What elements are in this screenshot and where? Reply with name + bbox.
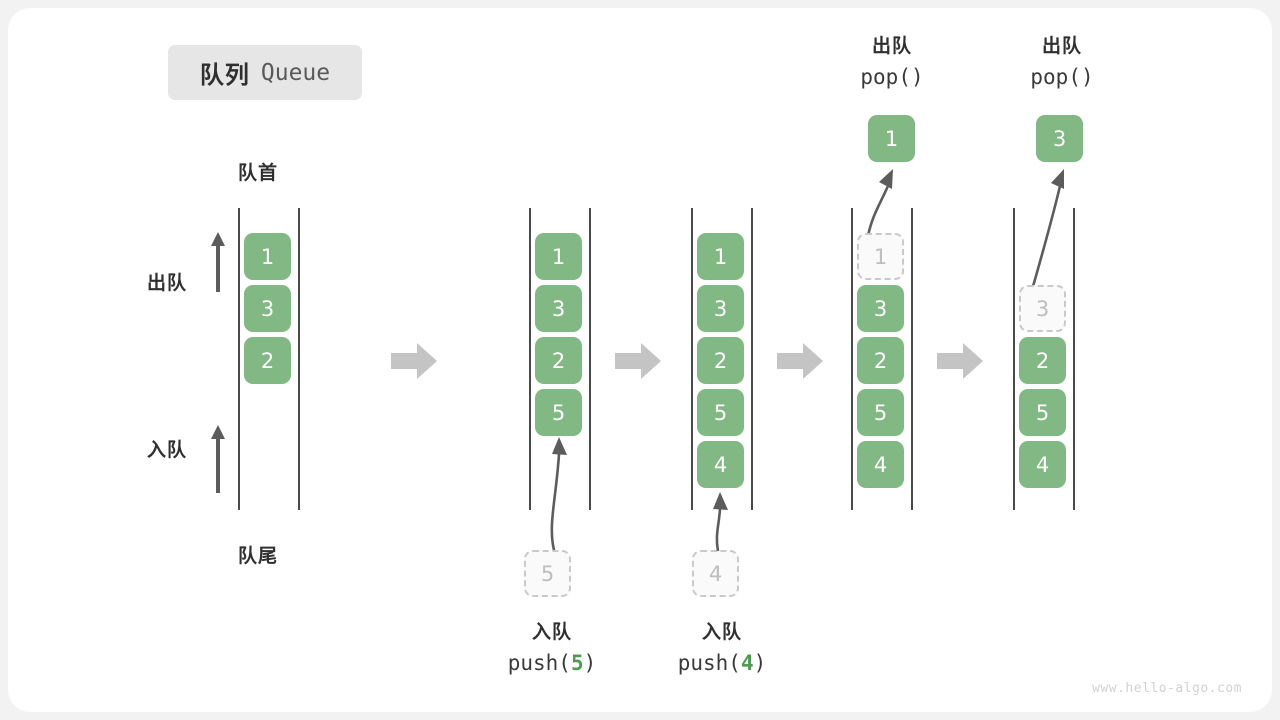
stage3-element-3: 5 bbox=[697, 389, 744, 436]
stage1-element-2: 2 bbox=[244, 337, 291, 384]
stage1-rail-left bbox=[238, 208, 240, 510]
stage4-op-code: pop() bbox=[860, 65, 924, 90]
title-cn: 队列 bbox=[199, 62, 250, 89]
stage2-element-2: 2 bbox=[535, 337, 582, 384]
title-badge: 队列 Queue bbox=[168, 45, 362, 100]
stage4-rail-left bbox=[851, 208, 853, 510]
stage3-op-fn: push( bbox=[677, 651, 741, 676]
enqueue-direction-arrow bbox=[211, 425, 225, 493]
stage5-operation-label: 出队 pop() bbox=[982, 32, 1142, 94]
stage4-op-cn: 出队 bbox=[871, 36, 912, 57]
stage2-op-cn: 入队 bbox=[531, 622, 572, 643]
stage4-element-0: 3 bbox=[857, 285, 904, 332]
stage1-element-1: 3 bbox=[244, 285, 291, 332]
stage2-op-fn: push( bbox=[507, 651, 571, 676]
stage4-element-3: 4 bbox=[857, 441, 904, 488]
stage3-element-2: 2 bbox=[697, 337, 744, 384]
stage5-element-1: 5 bbox=[1019, 389, 1066, 436]
stage1-rail-right bbox=[298, 208, 300, 510]
stage2-rail-left bbox=[529, 208, 531, 510]
stage5-rail-left bbox=[1013, 208, 1015, 510]
dequeue-direction-arrow bbox=[211, 232, 225, 292]
stage5-pop-arrow bbox=[1030, 169, 1064, 291]
stage3-push-arrow bbox=[713, 492, 728, 552]
stage2-op-close: ) bbox=[583, 651, 597, 676]
stage3-op-close: ) bbox=[753, 651, 767, 676]
stage5-op-code: pop() bbox=[1030, 65, 1094, 90]
stage3-element-4: 4 bbox=[697, 441, 744, 488]
stage2-rail-right bbox=[589, 208, 591, 510]
stage4-outgoing-ghost: 1 bbox=[857, 233, 904, 280]
stage2-push-arrow bbox=[550, 437, 567, 551]
stage5-popped-element: 3 bbox=[1036, 115, 1083, 162]
stage3-op-code: push(4) bbox=[602, 647, 842, 680]
label-dequeue: 出队 bbox=[147, 273, 188, 294]
stage3-rail-right bbox=[751, 208, 753, 510]
stage5-rail-right bbox=[1073, 208, 1075, 510]
stage3-operation-label: 入队 push(4) bbox=[602, 618, 842, 680]
stage5-element-2: 4 bbox=[1019, 441, 1066, 488]
label-enqueue: 入队 bbox=[147, 440, 188, 461]
stage2-element-3: 5 bbox=[535, 389, 582, 436]
stage3-rail-left bbox=[691, 208, 693, 510]
stage4-rail-right bbox=[911, 208, 913, 510]
flow-arrow-4 bbox=[937, 343, 983, 379]
stage1-element-0: 1 bbox=[244, 233, 291, 280]
label-queue-front: 队首 bbox=[238, 163, 279, 184]
watermark: www.hello-algo.com bbox=[1092, 681, 1242, 696]
stage3-incoming-ghost: 4 bbox=[692, 550, 739, 597]
stage2-element-0: 1 bbox=[535, 233, 582, 280]
stage4-element-2: 5 bbox=[857, 389, 904, 436]
stage2-incoming-ghost: 5 bbox=[524, 550, 571, 597]
stage2-op-code: push(5) bbox=[432, 647, 672, 680]
stage2-element-1: 3 bbox=[535, 285, 582, 332]
stage3-element-0: 1 bbox=[697, 233, 744, 280]
stage3-element-1: 3 bbox=[697, 285, 744, 332]
stage4-operation-label: 出队 pop() bbox=[812, 32, 972, 94]
flow-arrow-3 bbox=[777, 343, 823, 379]
label-queue-rear: 队尾 bbox=[238, 546, 279, 567]
stage5-outgoing-ghost: 3 bbox=[1019, 285, 1066, 332]
stage2-operation-label: 入队 push(5) bbox=[432, 618, 672, 680]
stage3-op-arg: 4 bbox=[740, 651, 754, 676]
stage5-op-cn: 出队 bbox=[1041, 36, 1082, 57]
stage2-op-arg: 5 bbox=[570, 651, 584, 676]
flow-arrow-2 bbox=[615, 343, 661, 379]
stage4-element-1: 2 bbox=[857, 337, 904, 384]
title-en: Queue bbox=[260, 59, 331, 86]
stage4-popped-element: 1 bbox=[868, 115, 915, 162]
stage4-pop-arrow bbox=[866, 169, 893, 237]
flow-arrow-1 bbox=[391, 343, 437, 379]
stage3-op-cn: 入队 bbox=[701, 622, 742, 643]
stage5-element-0: 2 bbox=[1019, 337, 1066, 384]
